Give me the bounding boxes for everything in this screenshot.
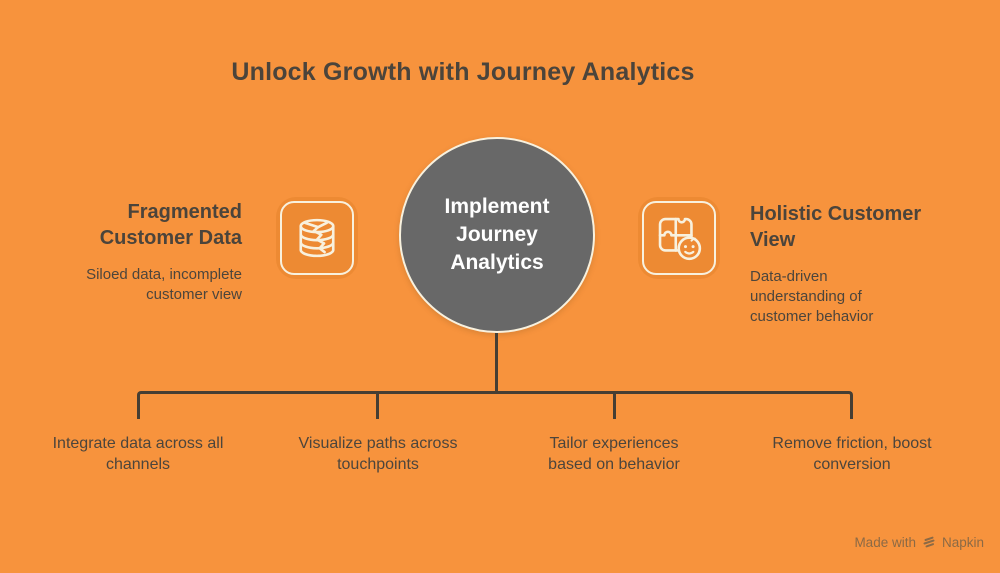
- cracked-database-icon: [299, 218, 335, 258]
- outcome-block: Holistic Customer View Data-driven under…: [750, 201, 970, 327]
- napkin-watermark[interactable]: Made with Napkin: [854, 532, 984, 552]
- connector-bracket: [137, 391, 853, 419]
- connector-stub-2: [376, 391, 379, 419]
- leaf-visualize-paths: Visualize paths across touchpoints: [298, 435, 458, 473]
- page-title: Unlock Growth with Journey Analytics: [231, 58, 695, 86]
- leaf-remove-friction: Remove friction, boost conversion: [772, 435, 932, 473]
- leaf-integrate-data: Integrate data across all channels: [52, 435, 224, 473]
- napkin-logo-icon: [923, 536, 935, 548]
- holistic-view-tile: [638, 197, 720, 279]
- connector-stub-3: [613, 391, 616, 419]
- leaf-tailor-experiences: Tailor experiences based on behavior: [548, 435, 680, 473]
- center-node: Implement Journey Analytics: [399, 137, 595, 333]
- outcome-description: Data-driven understanding of customer be…: [750, 268, 874, 325]
- problem-block: Fragmented Customer Data Siloed data, in…: [20, 199, 242, 305]
- outcome-heading: Holistic Customer View: [750, 203, 922, 251]
- fragmented-data-tile: [276, 197, 358, 279]
- watermark-brand: Napkin: [941, 534, 984, 550]
- watermark-prefix: Made with: [854, 534, 916, 550]
- problem-heading: Fragmented Customer Data: [99, 201, 242, 249]
- connector-stem: [495, 333, 498, 391]
- center-node-label: Implement Journey Analytics: [444, 195, 550, 274]
- puzzle-smiley-icon: [658, 217, 702, 261]
- problem-description: Siloed data, incomplete customer view: [86, 266, 242, 303]
